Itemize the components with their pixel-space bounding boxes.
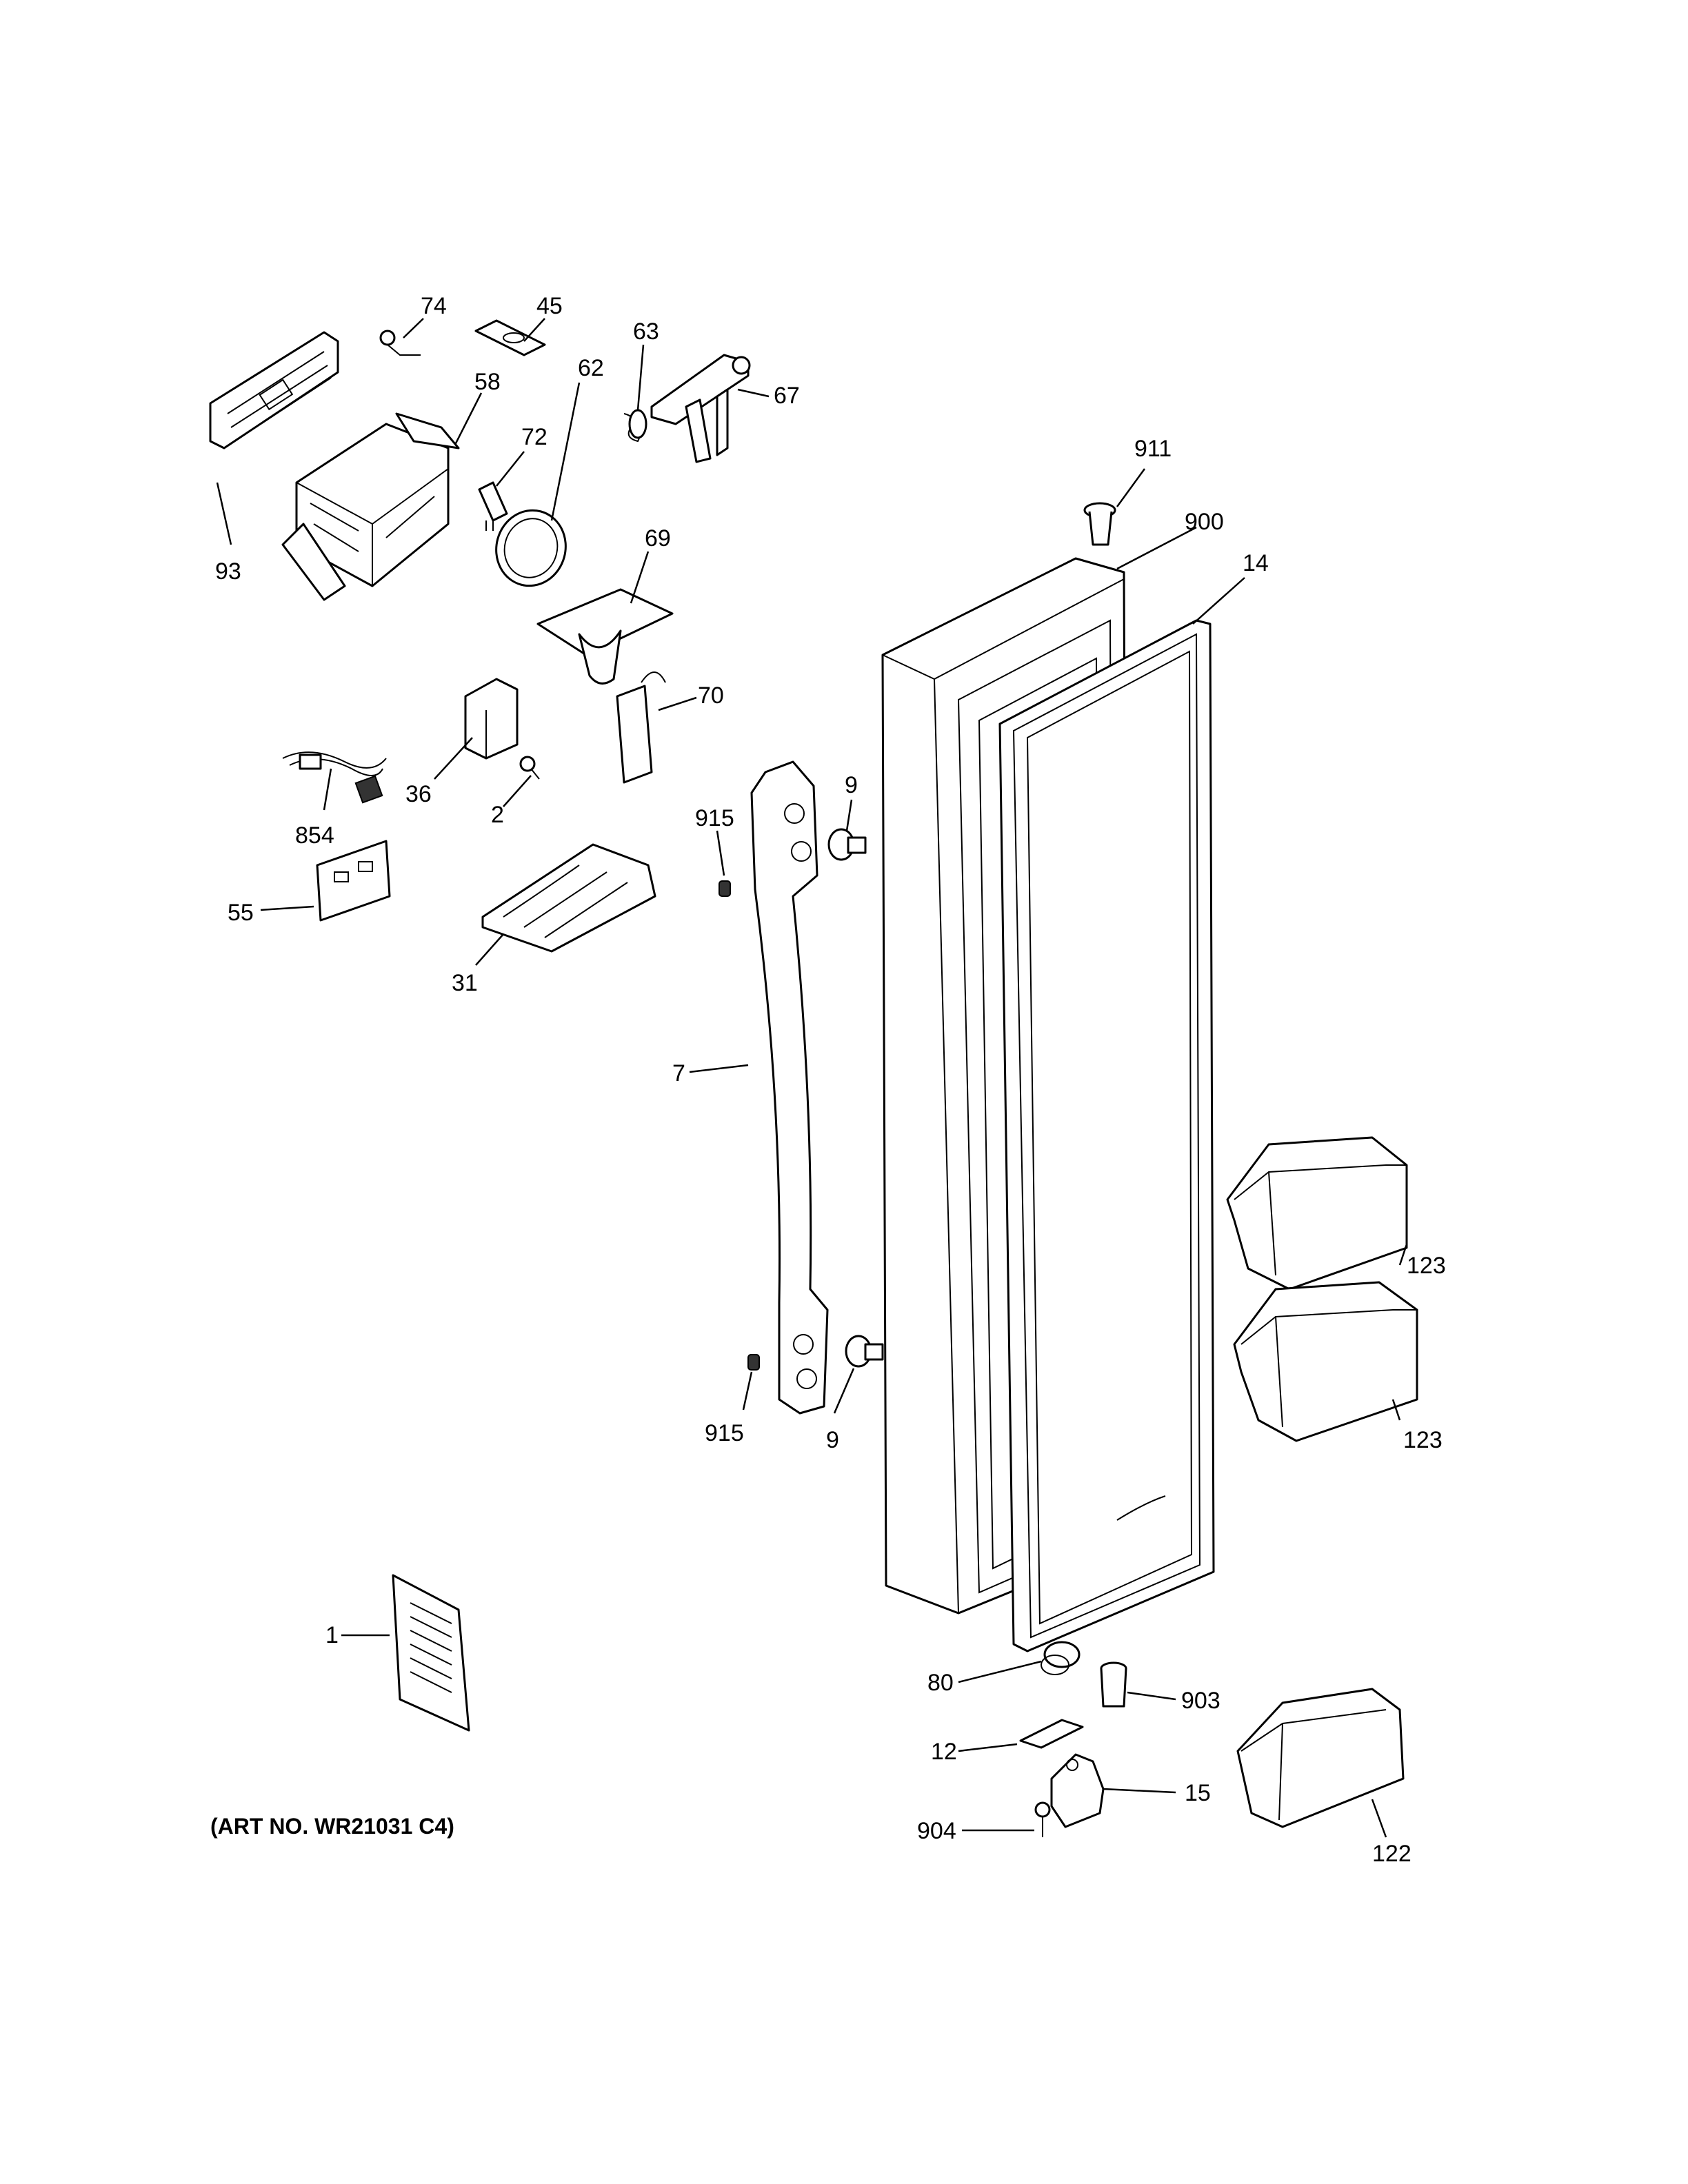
part-15-hinge [1050, 1753, 1105, 1828]
callout-903: 903 [1181, 1688, 1220, 1714]
callout-70: 70 [698, 682, 724, 709]
callout-93: 93 [215, 558, 241, 585]
part-36-motor-bracket [464, 678, 519, 760]
callout-58: 58 [474, 369, 501, 395]
callout-915-top: 915 [695, 805, 734, 831]
callout-74: 74 [421, 293, 447, 319]
callout-904: 904 [917, 1818, 956, 1844]
part-7-door-handle [750, 760, 829, 1415]
part-70-flapper-door [616, 671, 666, 784]
part-9-stud-top [827, 828, 867, 861]
callout-9-top: 9 [845, 772, 858, 798]
callout-900: 900 [1185, 509, 1224, 535]
part-62-solenoid [495, 509, 567, 587]
callout-14: 14 [1243, 550, 1269, 576]
part-58-dispenser-housing [281, 412, 460, 601]
part-915-set-screw-bottom [747, 1354, 760, 1371]
callout-62: 62 [578, 355, 604, 381]
callout-123-upper: 123 [1407, 1253, 1446, 1279]
callout-911: 911 [1134, 436, 1172, 462]
callout-63: 63 [633, 318, 659, 345]
part-80-cam [1041, 1641, 1081, 1675]
callout-1: 1 [325, 1622, 339, 1648]
callout-15: 15 [1185, 1780, 1211, 1806]
part-915-set-screw-top [719, 880, 731, 897]
part-903-bushing [1100, 1661, 1127, 1708]
callout-31: 31 [452, 970, 478, 996]
callout-2: 2 [491, 802, 504, 828]
part-2-screw [519, 756, 540, 780]
callout-123-lower: 123 [1403, 1427, 1443, 1453]
art-number-label: (ART NO. WR21031 C4) [210, 1814, 454, 1839]
part-14-door-gasket [998, 619, 1215, 1652]
part-854-wire-harness [282, 751, 387, 804]
part-904-screw [1034, 1801, 1051, 1837]
part-55-board [316, 840, 391, 922]
part-122-door-bin-bottom [1236, 1688, 1405, 1828]
callout-122: 122 [1372, 1841, 1411, 1867]
callout-915-bottom: 915 [705, 1420, 744, 1446]
part-69-funnel [536, 588, 674, 685]
callout-12: 12 [931, 1739, 957, 1765]
part-1-literature [392, 1574, 470, 1732]
callout-55: 55 [228, 900, 254, 926]
callout-72: 72 [521, 424, 547, 450]
part-74-spring [379, 330, 421, 356]
callout-7: 7 [672, 1060, 685, 1086]
part-911-bushing [1083, 502, 1116, 546]
part-12-shim [1019, 1719, 1084, 1749]
part-63-spring [623, 409, 647, 443]
callout-854: 854 [295, 822, 334, 849]
callout-9-bottom: 9 [826, 1427, 839, 1453]
callout-80: 80 [927, 1670, 954, 1696]
part-93-control-panel [209, 331, 339, 449]
callout-36: 36 [405, 781, 432, 807]
part-67-actuator-arm [650, 354, 751, 463]
part-9-stud-bottom [845, 1335, 884, 1368]
leader-lines [216, 318, 1408, 1838]
callout-45: 45 [536, 293, 563, 319]
part-31-drip-tray [481, 843, 656, 953]
part-72-switch [478, 481, 508, 531]
part-123-door-bin-upper [1226, 1136, 1408, 1291]
part-45-bracket [474, 319, 546, 356]
callout-labels: 74 45 63 67 58 72 62 93 69 911 900 14 70… [215, 293, 1446, 1867]
callout-69: 69 [645, 525, 671, 552]
callout-67: 67 [774, 383, 800, 409]
part-123-door-bin-lower [1233, 1281, 1418, 1442]
